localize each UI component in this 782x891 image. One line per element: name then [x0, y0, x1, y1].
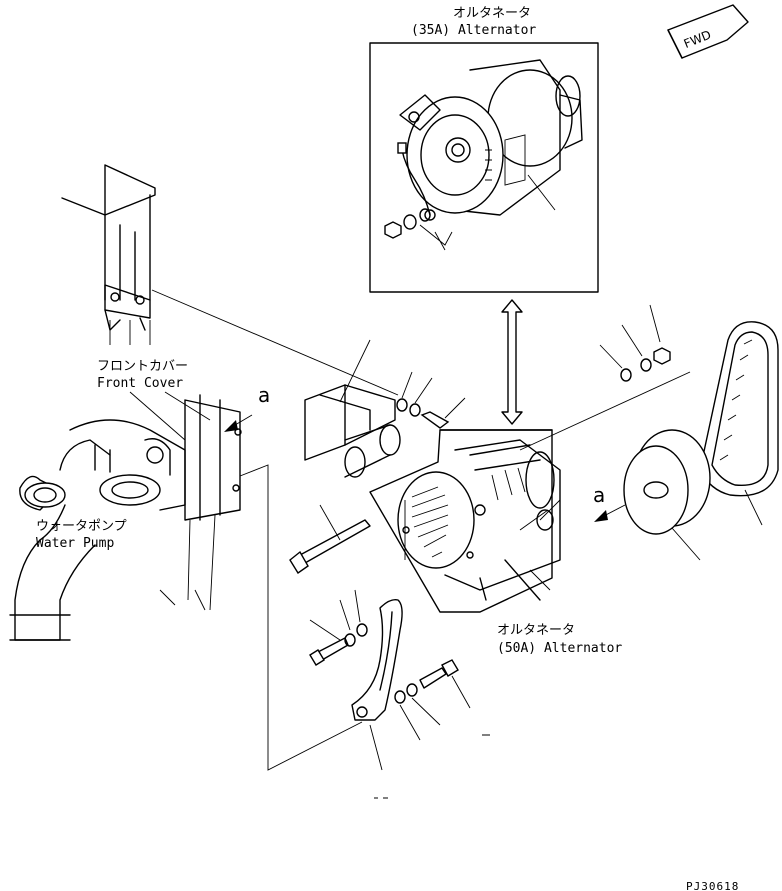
drawing-number: PJ30618: [686, 880, 739, 891]
leader-cover-adjust: [239, 464, 363, 771]
alt50-label-en: (50A) Alternator: [497, 641, 622, 656]
pulley: [623, 429, 711, 561]
water-pump-label-en: Water Pump: [36, 536, 114, 551]
alt35-label-jp: オルタネータ: [453, 6, 531, 21]
alt50-label-jp: オルタネータ: [497, 623, 575, 638]
alternator-50a: [369, 429, 561, 613]
swap-double-arrow-icon: [501, 299, 523, 425]
view-a-left-arrowhead-icon: [224, 420, 238, 432]
alt35-label-en: (35A) Alternator: [411, 23, 536, 38]
fwd-arrow-icon: FWD: [667, 4, 749, 59]
water-pump: [9, 419, 186, 641]
bracket-fasteners: [396, 371, 466, 429]
view-a-right-label: a: [593, 483, 605, 507]
adjusting-bar: [351, 598, 403, 771]
front-cover-label-en: Front Cover: [97, 376, 183, 391]
view-a-left-label: a: [258, 383, 270, 407]
view-a-right-arrowhead-icon: [594, 510, 608, 522]
lower-bolt: [394, 659, 471, 741]
alternator-35a-inset: [369, 42, 599, 293]
leader-to-belt: [519, 371, 691, 451]
adjust-bolt: [309, 589, 368, 666]
dash-marks: [374, 734, 490, 799]
mounting-bracket: [304, 339, 401, 478]
upper-fasteners: [599, 304, 671, 382]
leader-cover-bracket: [151, 289, 399, 396]
front-cover-label-jp: フロントカバー: [97, 359, 188, 374]
water-pump-label-jp: ウォータポンプ: [36, 519, 127, 534]
fan-belt: [699, 321, 779, 526]
front-cover-leader: [129, 391, 211, 441]
long-bolt: [289, 504, 371, 574]
